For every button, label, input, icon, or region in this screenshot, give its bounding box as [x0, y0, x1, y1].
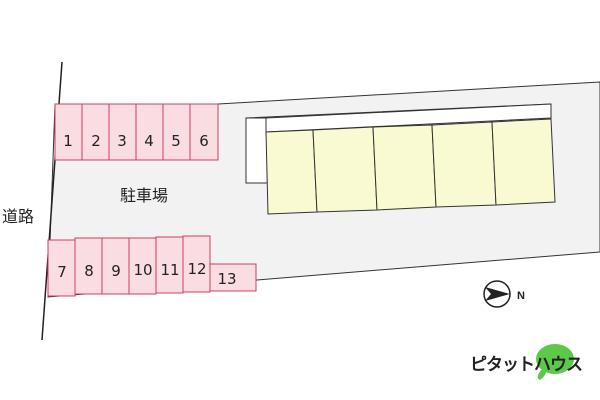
parking-label-8: 8	[84, 262, 94, 280]
building-unit	[491, 118, 556, 206]
parking-space-9	[101, 237, 130, 295]
parking-label-5: 5	[171, 132, 181, 150]
parking-space-13	[209, 263, 257, 292]
logo-leaf-icon	[536, 344, 574, 380]
parking-row-bottom: 7 8 9 10 11 12 13	[47, 235, 257, 297]
building-corridor	[265, 103, 552, 133]
parking-label-1: 1	[63, 132, 73, 150]
parking-space-2	[81, 103, 110, 161]
parking-space-11	[155, 236, 184, 294]
building-unit	[312, 126, 378, 213]
parking-lot-label: 駐車場	[120, 186, 168, 205]
north-label: N	[517, 290, 525, 302]
road-label: 道路	[2, 207, 34, 226]
parking-label-7: 7	[57, 263, 67, 281]
parking-label-12: 12	[187, 260, 206, 278]
parking-space-1	[54, 103, 83, 161]
building-units	[265, 118, 556, 215]
parking-label-10: 10	[133, 261, 152, 279]
parking-label-3: 3	[117, 132, 127, 150]
parking-label-11: 11	[160, 261, 179, 279]
company-logo-text: ピタットハウス	[470, 355, 583, 375]
parking-space-5	[162, 103, 191, 161]
parking-label-2: 2	[91, 132, 101, 150]
parking-label-9: 9	[111, 262, 121, 280]
building-unit	[372, 124, 437, 211]
parking-space-6	[189, 103, 219, 161]
parking-label-13: 13	[217, 270, 236, 288]
parking-space-10	[128, 237, 157, 295]
parking-space-3	[108, 103, 137, 161]
north-arrow-icon: N	[483, 280, 525, 308]
building-unit	[265, 129, 318, 215]
parking-space-8	[74, 237, 103, 295]
parking-label-6: 6	[199, 132, 209, 150]
building-frame	[245, 117, 266, 184]
parking-row-top: 1 2 3 4 5 6	[54, 103, 219, 161]
parking-label-4: 4	[144, 132, 154, 150]
building-unit	[431, 121, 497, 208]
parking-space-7	[47, 239, 76, 297]
